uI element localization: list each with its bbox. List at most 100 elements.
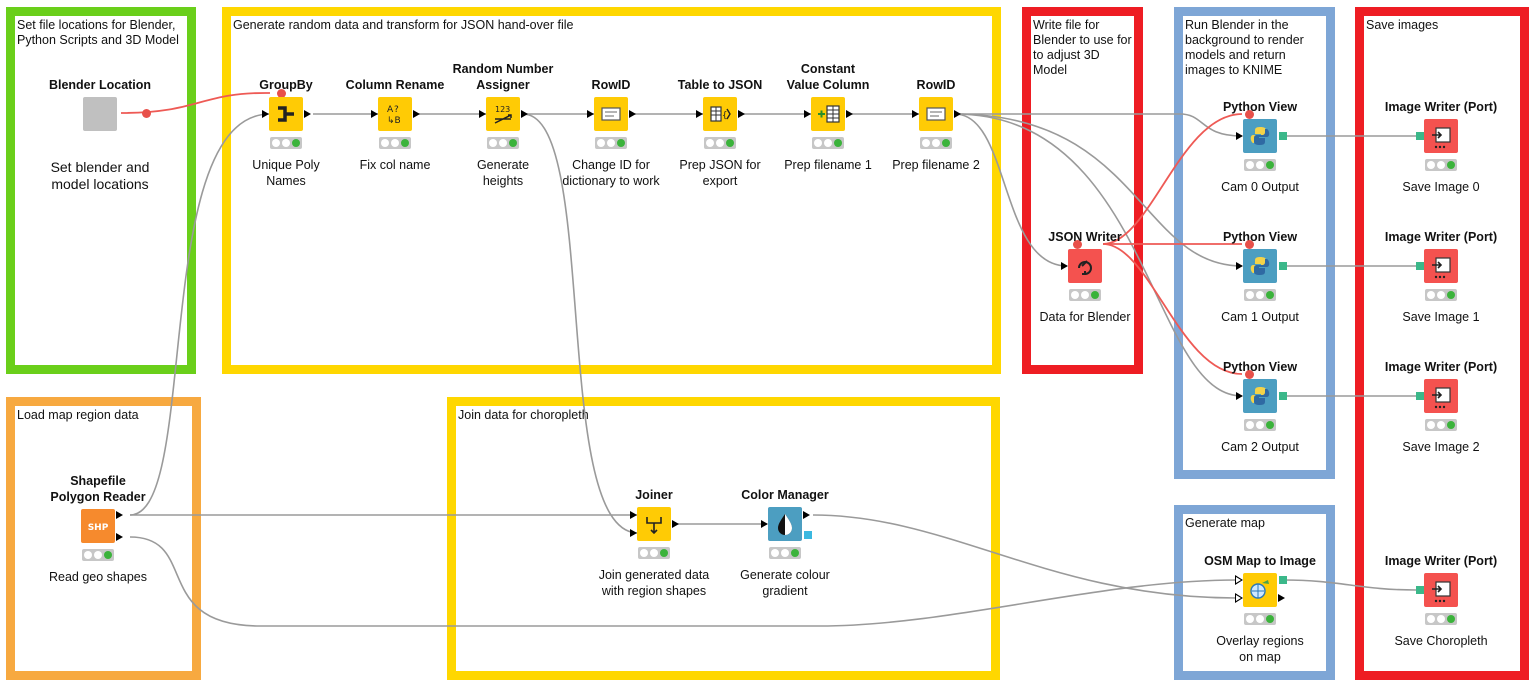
annotation-join[interactable]: Join data for choropleth <box>447 397 1000 680</box>
data-in-port[interactable] <box>630 529 637 537</box>
node-title: Python View <box>1222 100 1298 114</box>
data-in-port[interactable] <box>479 110 486 118</box>
rowid-icon[interactable] <box>594 97 628 131</box>
node-label: Unique Poly Names <box>252 158 320 188</box>
node-label: Cam 1 Output <box>1221 310 1299 324</box>
status-indicator <box>704 137 736 149</box>
data-in-port[interactable] <box>912 110 919 118</box>
svg-text:{: { <box>722 111 727 121</box>
annotation-save-text: Save images <box>1366 18 1439 32</box>
data-out-port[interactable] <box>954 110 961 118</box>
image-in-port[interactable] <box>1416 392 1424 400</box>
status-indicator <box>1425 289 1457 301</box>
status-indicator <box>638 547 670 559</box>
node-title: GroupBy <box>259 78 313 92</box>
node-label: Save Image 2 <box>1402 440 1480 454</box>
joiner-icon[interactable] <box>637 507 671 541</box>
rowid-icon[interactable] <box>919 97 953 131</box>
osm-map-icon[interactable] <box>1243 573 1277 607</box>
image-out-port[interactable] <box>1279 262 1287 270</box>
node-label: Prep filename 2 <box>892 158 980 172</box>
node-title: RowID <box>916 78 956 92</box>
data-out-port[interactable] <box>116 533 123 541</box>
image-writer-icon[interactable] <box>1424 249 1458 283</box>
data-in-port[interactable] <box>696 110 703 118</box>
data-out-port[interactable] <box>672 520 679 528</box>
flow-in-port[interactable] <box>1245 240 1254 249</box>
data-out-port[interactable] <box>738 110 745 118</box>
python-icon[interactable] <box>1243 379 1277 413</box>
data-out-port[interactable] <box>629 110 636 118</box>
annotation-join-text: Join data for choropleth <box>458 408 589 422</box>
data-in-port[interactable] <box>1236 392 1243 400</box>
flow-in-port[interactable] <box>1245 370 1254 379</box>
data-out-port[interactable] <box>304 110 311 118</box>
python-icon[interactable] <box>1243 249 1277 283</box>
data-in-port[interactable] <box>587 110 594 118</box>
node-title: Image Writer (Port) <box>1384 230 1498 244</box>
status-indicator <box>1244 159 1276 171</box>
python-icon[interactable] <box>1243 119 1277 153</box>
flow-in-port[interactable] <box>277 89 286 98</box>
data-in-port[interactable] <box>371 110 378 118</box>
data-in-port[interactable] <box>1061 262 1068 270</box>
status-indicator <box>1244 289 1276 301</box>
data-in-port[interactable] <box>1235 575 1243 585</box>
image-out-port[interactable] <box>1279 576 1287 584</box>
data-out-port[interactable] <box>413 110 420 118</box>
flow-out-port[interactable] <box>1073 240 1082 249</box>
annotation-setup-text: Set file locations for Blender, Python S… <box>17 18 179 47</box>
image-writer-icon[interactable] <box>1424 119 1458 153</box>
data-in-port[interactable] <box>804 110 811 118</box>
node-label: Save Image 1 <box>1402 310 1480 324</box>
node-title: Image Writer (Port) <box>1384 360 1498 374</box>
groupby-icon[interactable] <box>269 97 303 131</box>
data-out-port[interactable] <box>1278 594 1285 602</box>
image-in-port[interactable] <box>1416 132 1424 140</box>
status-indicator <box>1069 289 1101 301</box>
blank-icon[interactable] <box>83 97 117 131</box>
data-in-port[interactable] <box>1236 262 1243 270</box>
data-out-port[interactable] <box>846 110 853 118</box>
data-in-port[interactable] <box>1236 132 1243 140</box>
image-in-port[interactable] <box>1416 262 1424 270</box>
node-label: Prep filename 1 <box>784 158 872 172</box>
writer-icon[interactable] <box>1068 249 1102 283</box>
data-in-port[interactable] <box>262 110 269 118</box>
image-writer-icon[interactable] <box>1424 573 1458 607</box>
status-indicator <box>270 137 302 149</box>
flow-out-port[interactable] <box>142 109 151 118</box>
node-title: Column Rename <box>345 78 445 92</box>
data-in-port[interactable] <box>761 520 768 528</box>
shp-icon[interactable]: SHP <box>81 509 115 543</box>
status-indicator <box>1425 419 1457 431</box>
node-label: Fix col name <box>359 158 431 172</box>
image-writer-icon[interactable] <box>1424 379 1458 413</box>
status-indicator <box>595 137 627 149</box>
flow-in-port[interactable] <box>1245 110 1254 119</box>
svg-text:↳B: ↳B <box>387 116 401 126</box>
node-label: Set blender and model locations <box>50 159 150 192</box>
color-manager-icon[interactable] <box>768 507 802 541</box>
node-label: Overlay regions on map <box>1216 634 1304 664</box>
image-out-port[interactable] <box>1279 132 1287 140</box>
shp-icon-text: SHP <box>88 523 109 533</box>
random-number-icon[interactable]: 123 <box>486 97 520 131</box>
data-out-port[interactable] <box>521 110 528 118</box>
image-out-port[interactable] <box>1279 392 1287 400</box>
constant-column-icon[interactable] <box>811 97 845 131</box>
svg-text:A: A <box>387 105 394 115</box>
status-indicator <box>1244 419 1276 431</box>
node-label: Save Image 0 <box>1402 180 1480 194</box>
data-in-port[interactable] <box>1235 593 1243 603</box>
data-in-port[interactable] <box>630 511 637 519</box>
data-out-port[interactable] <box>803 511 810 519</box>
data-out-port[interactable] <box>116 511 123 519</box>
json-icon[interactable]: { <box>703 97 737 131</box>
node-title: Joiner <box>635 488 673 502</box>
image-in-port[interactable] <box>1416 586 1424 594</box>
node-label: Generate heights <box>476 158 530 188</box>
rename-icon[interactable]: A?↳B <box>378 97 412 131</box>
model-out-port[interactable] <box>804 531 812 539</box>
node-title: Shapefile Polygon Reader <box>50 474 146 504</box>
